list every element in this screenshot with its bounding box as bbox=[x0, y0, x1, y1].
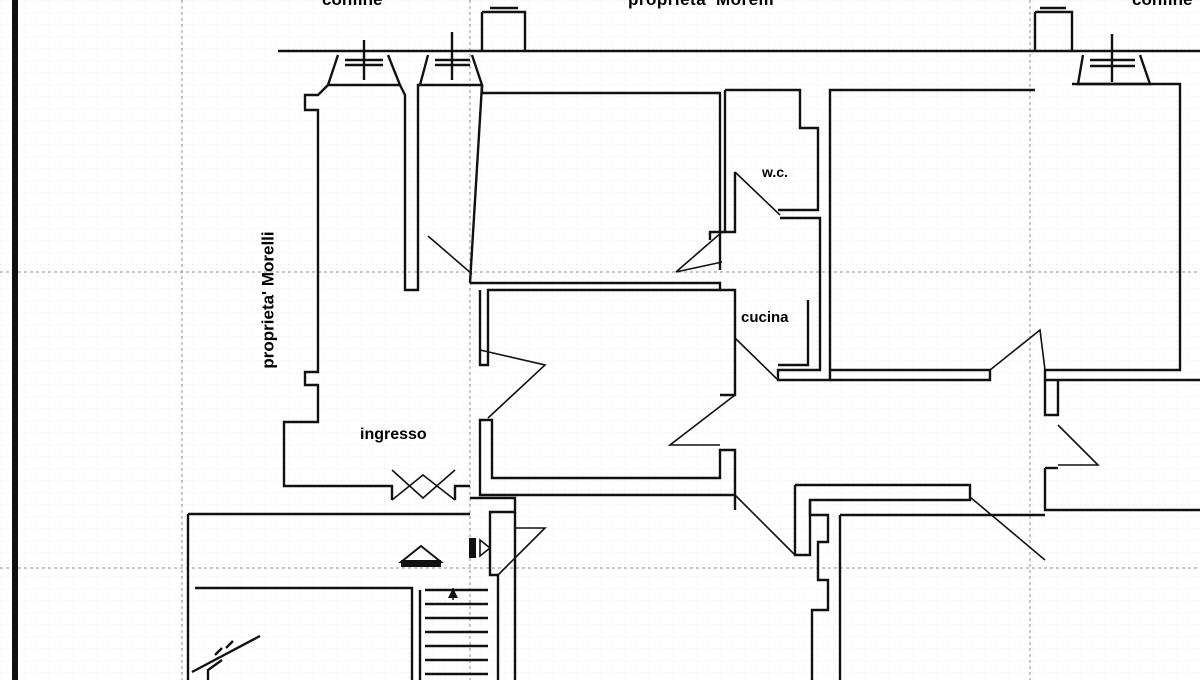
label-wc: w.c. bbox=[762, 164, 788, 180]
stair-arrow-icon bbox=[448, 588, 458, 600]
label-ingresso: ingresso bbox=[360, 426, 427, 443]
label-proprieta-morelli: proprieta' Morelli bbox=[258, 231, 278, 369]
walls bbox=[186, 6, 1200, 680]
label-top-right: confine bbox=[1132, 0, 1192, 8]
label-top-middle: proprieta' Morelli bbox=[628, 0, 774, 8]
door-swings bbox=[391, 171, 1100, 576]
doorbell-icon bbox=[469, 538, 492, 558]
door-arrow-icon bbox=[398, 544, 444, 567]
label-top-left: confine bbox=[322, 0, 382, 8]
label-cucina: cucina bbox=[741, 309, 789, 326]
